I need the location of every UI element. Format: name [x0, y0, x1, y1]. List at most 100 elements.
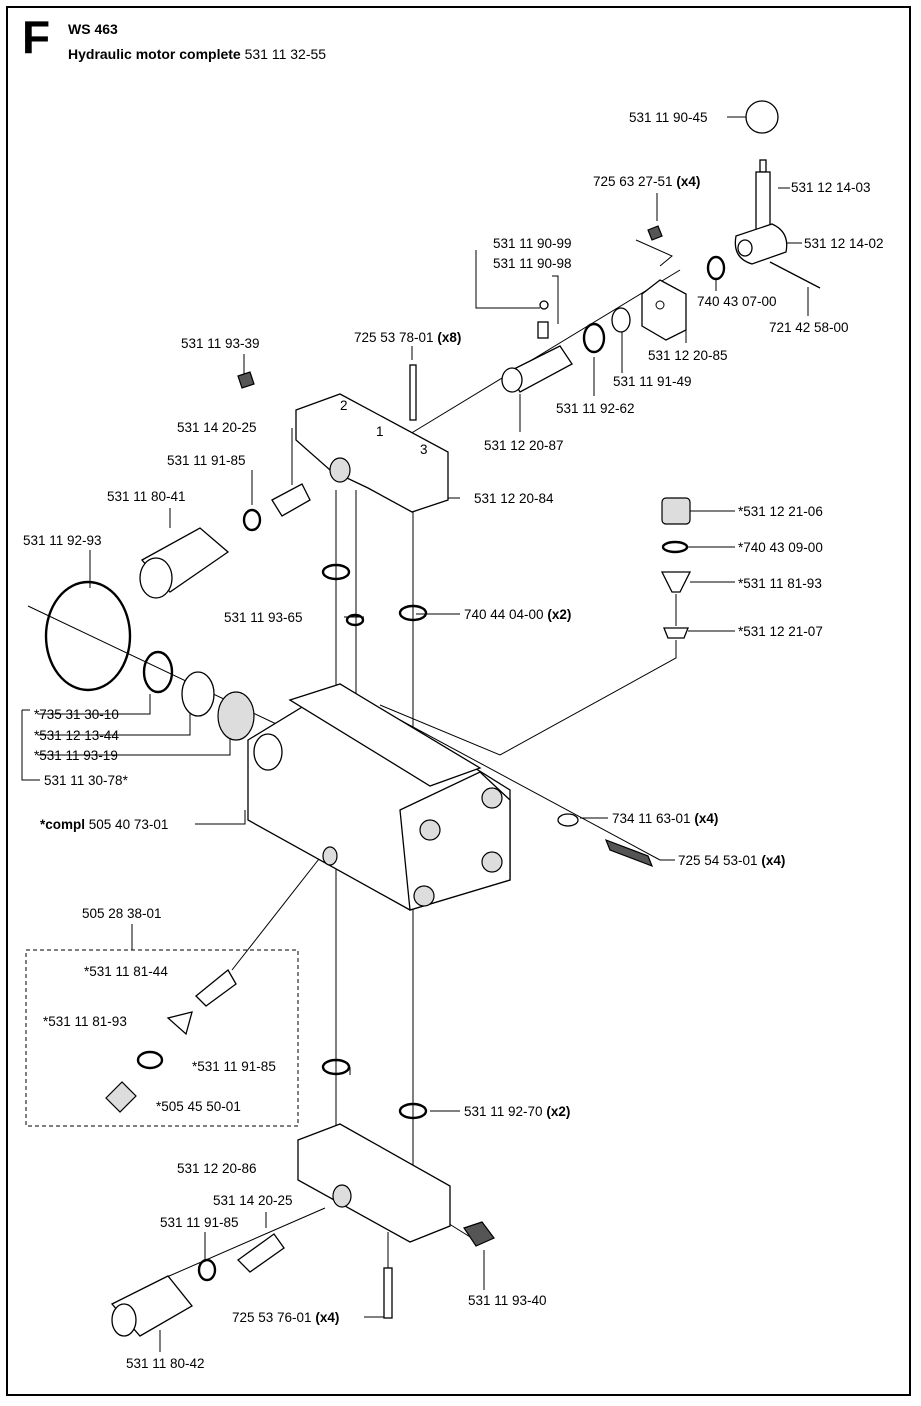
label-p17: 531 11 80-41 [107, 489, 186, 504]
model-name: WS 463 [68, 21, 118, 37]
seal-ring-top [242, 508, 262, 532]
o-ring-upper-right [398, 604, 428, 622]
relief-valve-body [195, 969, 237, 1007]
label-p03: 531 12 14-03 [791, 180, 871, 195]
label-p35: *531 11 81-93 [43, 1014, 127, 1029]
valve-cap [661, 497, 691, 525]
label-p38: 531 11 92-70 (x2) [464, 1104, 570, 1119]
roll-pin [769, 261, 821, 289]
plate-hole [655, 300, 665, 310]
relief-valve-spring [166, 1011, 193, 1036]
o-ring-lower-right [398, 1102, 428, 1120]
valve-poppet [663, 627, 689, 639]
relief-valve-seal [136, 1050, 164, 1070]
relief-valve-plug [105, 1081, 137, 1113]
assembly-title-number: 531 11 32-55 [244, 46, 327, 62]
label-p06: 531 12 14-02 [804, 236, 884, 251]
ball [539, 300, 549, 310]
right-valve-stack [660, 497, 692, 639]
label-p30: 734 11 63-01 (x4) [612, 811, 718, 826]
label-p26: *735 31 30-10 [34, 707, 119, 722]
label-p20: *531 12 21-06 [738, 504, 823, 519]
seal-stack [44, 563, 428, 741]
bolt-washer [557, 813, 579, 827]
label-p41: 531 11 91-85 [160, 1215, 239, 1230]
label-p33: 505 28 38-01 [82, 906, 162, 921]
bottom-manifold-screw [383, 1267, 393, 1319]
label-p04: 531 11 90-99 [493, 236, 572, 251]
o-ring-shaft [582, 322, 606, 354]
end-bolt-4 [413, 885, 435, 907]
label-p32: 725 54 53-01 (x4) [678, 853, 785, 868]
label-p27: *531 12 13-44 [34, 728, 119, 743]
label-p42: 725 53 76-01 (x4) [232, 1310, 339, 1325]
label-p34: *531 11 81-44 [84, 964, 168, 979]
label-p09: 725 53 78-01 (x8) [354, 330, 461, 345]
label-p36: *531 11 91-85 [192, 1059, 276, 1074]
o-ring-small [345, 613, 365, 627]
port-mark-3: 3 [420, 442, 428, 457]
label-p21: *740 43 09-00 [738, 540, 823, 555]
plug-screw-top [237, 371, 255, 389]
label-p13: 531 11 92-62 [556, 401, 635, 416]
knob-assembly [501, 100, 821, 393]
quick-coupling-top-face [139, 557, 173, 599]
large-o-ring [44, 580, 132, 692]
part-labels: 531 11 90-45 725 63 27-51 (x4) 531 12 14… [23, 110, 884, 1371]
plate-screw [647, 225, 663, 241]
lever-rod [755, 171, 771, 233]
label-p31: *compl 505 40 73-01 [40, 817, 168, 832]
o-ring-upper-left [321, 563, 351, 581]
o-ring-lower-left [321, 1058, 351, 1076]
label-p23: 531 11 93-65 [224, 610, 303, 625]
label-p25: *531 12 21-07 [738, 624, 823, 639]
valve-spring [660, 571, 692, 593]
port-mark-2: 2 [340, 398, 348, 413]
label-p19: 531 11 92-93 [23, 533, 102, 548]
top-manifold-block [295, 393, 449, 513]
label-p16: 531 11 91-85 [167, 453, 246, 468]
label-p14: 531 14 20-25 [177, 420, 257, 435]
knob-ball [745, 100, 779, 134]
label-p22: *531 11 81-93 [738, 576, 822, 591]
label-p39: 531 12 20-86 [177, 1161, 257, 1176]
port-mark-1: 1 [376, 424, 384, 439]
bottom-manifold-port [332, 1184, 352, 1208]
label-p08: 721 42 58-00 [769, 320, 849, 335]
label-p40: 531 14 20-25 [213, 1193, 293, 1208]
spring-top [271, 483, 311, 517]
label-p05: 531 11 90-98 [493, 256, 572, 271]
label-p15: 531 12 20-87 [484, 438, 564, 453]
top-manifold: 2 1 3 [139, 364, 449, 599]
lever-hub-bore [737, 239, 753, 257]
washer [611, 307, 631, 333]
motor-side-port [322, 846, 338, 866]
motor-end-cover [399, 771, 511, 911]
bottom-manifold-block [297, 1123, 451, 1243]
label-p37: *505 45 50-01 [156, 1099, 241, 1114]
seal-ring-bottom [197, 1258, 217, 1282]
label-p28: *531 11 93-19 [34, 748, 118, 763]
bottom-manifold [110, 1058, 495, 1337]
label-p10: 531 11 93-39 [181, 336, 260, 351]
motor-housing-top [288, 683, 482, 787]
label-p29: 531 11 30-78* [44, 773, 129, 788]
label-p18: 531 12 20-84 [474, 491, 554, 506]
end-bolt-3 [481, 851, 503, 873]
label-p43: 531 11 93-40 [468, 1293, 547, 1308]
motor-flange [253, 733, 283, 771]
relief-valve-kit [105, 969, 237, 1113]
hydraulic-motor [247, 683, 654, 911]
assembly-title-name: Hydraulic motor complete [68, 46, 241, 62]
label-p01: 531 11 90-45 [629, 110, 708, 125]
valve-o-ring [661, 540, 689, 554]
section-letter: F [22, 11, 51, 63]
kit-group-box [25, 949, 299, 1127]
manifold-screw [409, 364, 417, 421]
label-p11: 531 12 20-85 [648, 348, 728, 363]
end-bolt-2 [481, 787, 503, 809]
label-p44: 531 11 80-42 [126, 1356, 205, 1371]
quick-coupling-bottom-face [111, 1303, 137, 1337]
